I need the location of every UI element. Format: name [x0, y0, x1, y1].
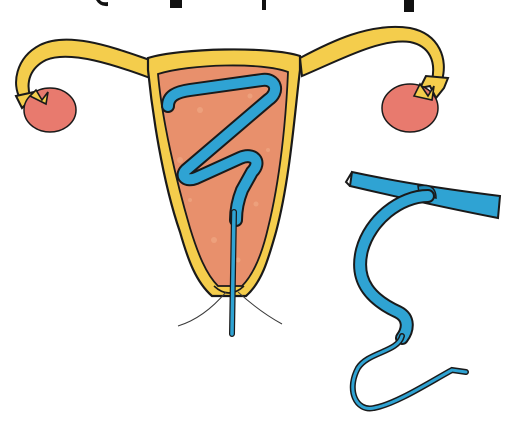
- standalone-iud-stem: [360, 196, 428, 338]
- standalone-iud: [346, 172, 500, 408]
- fallopian-tube-right: [300, 27, 444, 80]
- ovary-right: [382, 84, 438, 132]
- standalone-iud-thread-fill: [353, 336, 466, 408]
- cropped-title: [0, 0, 512, 16]
- inserted-iud-stem-fill: [232, 212, 234, 334]
